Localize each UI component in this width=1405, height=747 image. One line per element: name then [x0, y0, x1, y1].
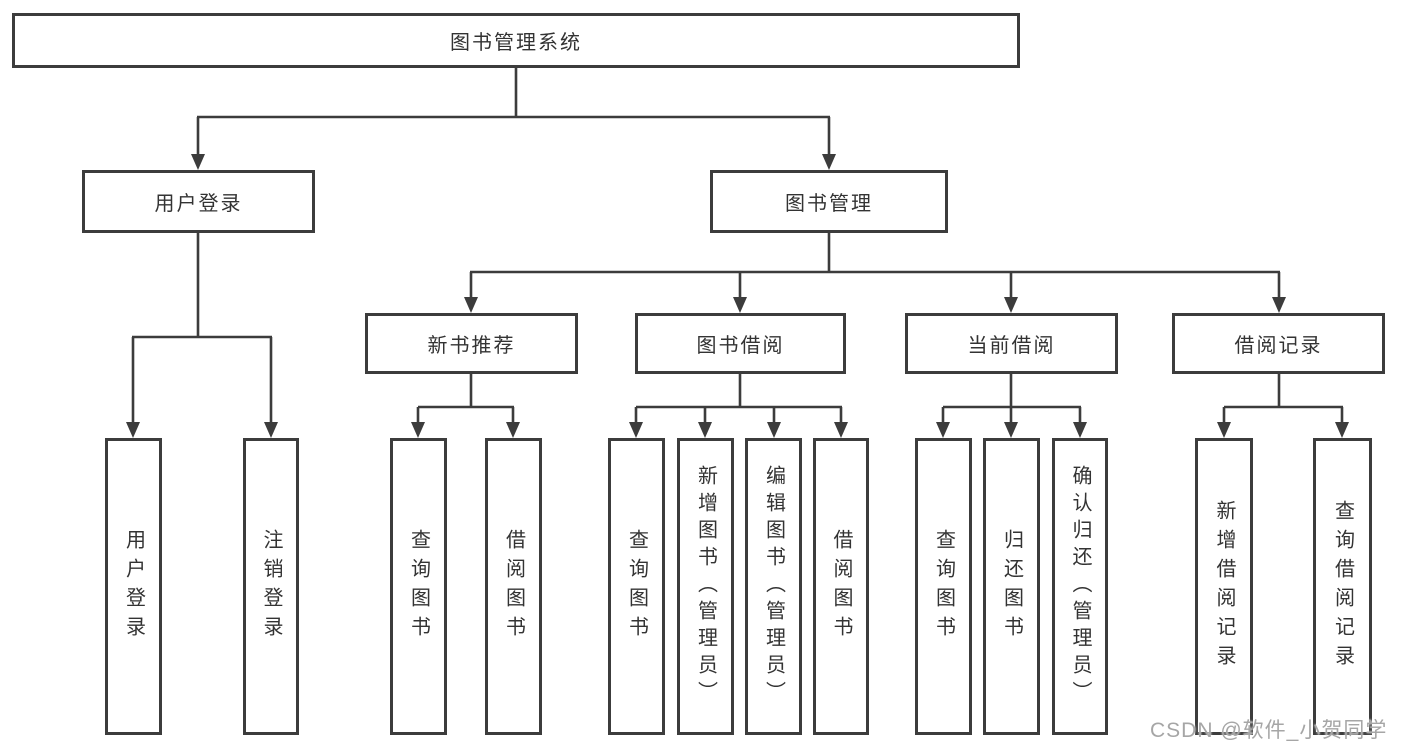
leaf-label: 新增图书（管理员）: [694, 465, 717, 708]
node-label: 用户登录: [154, 193, 243, 215]
leaf-bb-edit-books-admin: 编辑图书（管理员）: [745, 438, 802, 735]
node-borrow-records: 借阅记录: [1172, 313, 1385, 374]
leaf-label: 借阅图书: [502, 528, 525, 645]
leaf-label: 编辑图书（管理员）: [762, 465, 785, 708]
node-library-management-system: 图书管理系统: [12, 13, 1020, 68]
node-label: 新书推荐: [427, 335, 516, 357]
node-book-management: 图书管理: [710, 170, 948, 233]
node-user-login: 用户登录: [82, 170, 315, 233]
leaf-bb-add-books-admin: 新增图书（管理员）: [677, 438, 734, 735]
node-label: 图书管理系统: [450, 32, 582, 54]
leaf-label: 注销登录: [260, 528, 282, 645]
leaf-label: 用户登录: [122, 528, 145, 645]
node-label: 当前借阅: [967, 335, 1056, 357]
leaf-nb-query-books: 查询图书: [390, 438, 447, 735]
leaf-label: 查询借阅记录: [1331, 499, 1354, 674]
leaf-bb-query-books: 查询图书: [608, 438, 665, 735]
leaf-cb-query-books: 查询图书: [915, 438, 972, 735]
leaf-user-login: 用户登录: [105, 438, 162, 735]
node-label: 图书管理: [785, 193, 873, 215]
leaf-nb-borrow-books: 借阅图书: [485, 438, 542, 735]
leaf-label: 归还图书: [1000, 528, 1023, 645]
node-book-borrow: 图书借阅: [635, 313, 846, 374]
leaf-label: 查询图书: [625, 528, 648, 645]
leaf-br-query-record: 查询借阅记录: [1313, 438, 1372, 735]
node-label: 借阅记录: [1234, 335, 1323, 357]
leaf-label: 新增借阅记录: [1213, 499, 1235, 674]
leaf-label: 确认归还（管理员）: [1069, 465, 1091, 708]
leaf-logout: 注销登录: [243, 438, 299, 735]
node-label: 图书借阅: [696, 335, 785, 357]
node-new-book-recommend: 新书推荐: [365, 313, 578, 374]
leaf-br-add-record: 新增借阅记录: [1195, 438, 1253, 735]
arrowheads: [126, 154, 1349, 438]
leaf-cb-confirm-return-admin: 确认归还（管理员）: [1052, 438, 1108, 735]
leaf-label: 查询图书: [932, 528, 955, 645]
leaf-label: 借阅图书: [830, 528, 852, 645]
csdn-watermark: CSDN @软件_小贺同学: [1150, 719, 1388, 742]
leaf-bb-borrow-books: 借阅图书: [813, 438, 869, 735]
leaf-cb-return-books: 归还图书: [983, 438, 1040, 735]
node-current-borrow: 当前借阅: [905, 313, 1118, 374]
leaf-label: 查询图书: [407, 528, 430, 645]
